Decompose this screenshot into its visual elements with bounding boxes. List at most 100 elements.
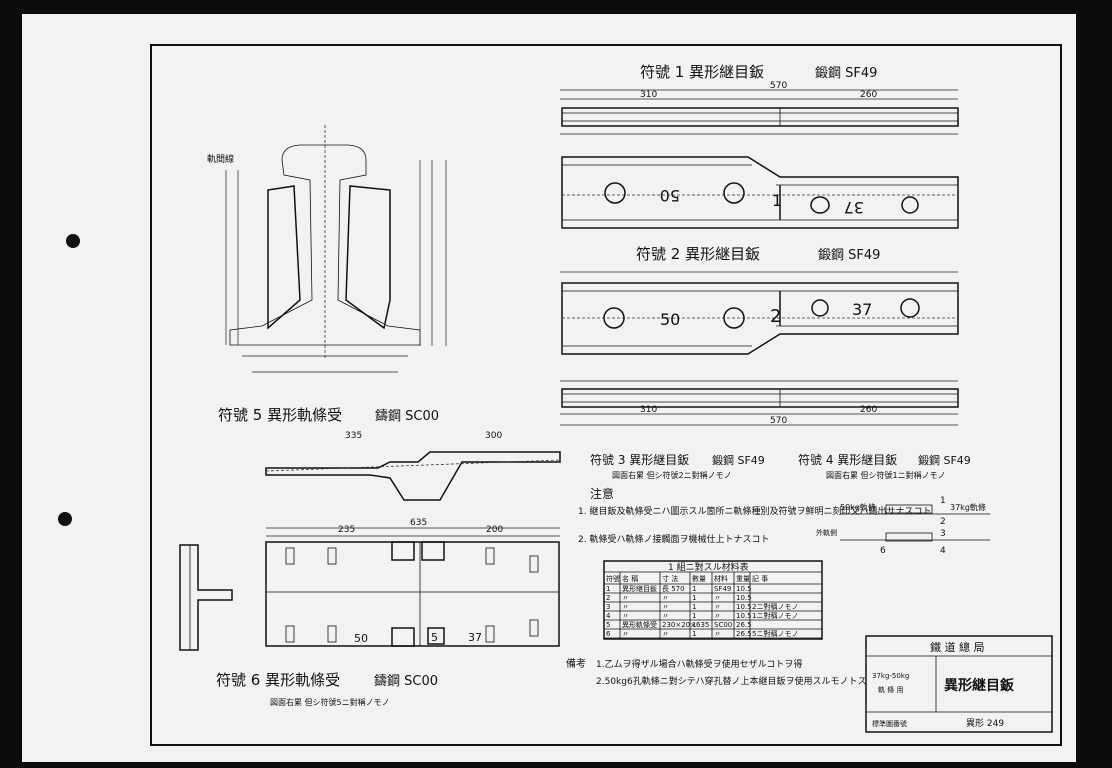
part5-dim-200: 200: [486, 525, 503, 535]
table-cell: 26.5: [736, 630, 752, 638]
part6-mark-37: 37: [468, 631, 482, 644]
joint-right-label: 37kg軌條: [950, 502, 986, 512]
remarks-block: 備考 1.乙ムヲ得ザル場合ハ軌條受ヲ使用セザルコトヲ得 2.50kg6孔軌條ニ對…: [566, 657, 867, 687]
part6-mark-5: 5: [431, 631, 438, 644]
table-header-cell: 重量: [736, 575, 750, 583]
part1-center-mark: 1: [772, 191, 782, 210]
joint-num-2: 2: [940, 517, 946, 527]
part4-note: 図面右累 但シ符號1ニ對稱ノモノ: [826, 470, 946, 480]
table-cell: 26.5: [736, 621, 752, 629]
part5-dim-335: 335: [345, 431, 362, 441]
table-header-cell: 符號: [606, 574, 620, 583]
part5-view: 符號 5 異形軌條受 鑄鋼 SC00 335 300 235 635 200: [218, 406, 561, 537]
title-std-no: 異形 249: [966, 717, 1004, 729]
notes-block: 注意 1. 継目鈑及軌條受ニハ圖示スル箇所ニ軌條種別及符號ヲ鮮明ニ刻印又ハ鑄出サ…: [578, 486, 931, 545]
table-header-cell: 名 稱: [622, 574, 638, 583]
table-title: 1 組ニ對スル材料表: [668, 561, 749, 573]
table-cell: 〃: [662, 630, 669, 638]
title-sub2: 軌 條 用: [878, 685, 903, 694]
part6-title: 符號 6 異形軌條受: [216, 671, 340, 689]
title-sub1: 37kg-50kg: [872, 672, 909, 680]
title-org: 鐵 道 總 局: [930, 640, 985, 654]
table-cell: 〃: [714, 612, 721, 620]
table-cell: 6: [606, 630, 611, 638]
table-cell: 〃: [714, 630, 721, 638]
title-name: 異形継目鈑: [944, 677, 1014, 694]
part2-center-mark: 2: [770, 306, 781, 327]
remark-line-2: 2.50kg6孔軌條ニ對シテハ穿孔替ノ上本継目鈑ヲ使用スルモノトス: [596, 675, 867, 687]
table-cell: 1ニ對稱ノモノ: [752, 611, 798, 620]
table-cell: 1: [692, 603, 696, 611]
table-cell: 1: [692, 612, 696, 620]
table-cell: 10.5: [736, 612, 752, 620]
part2-mark-50: 50: [660, 310, 680, 329]
remark-line-1: 1.乙ムヲ得ザル場合ハ軌條受ヲ使用セザルコトヲ得: [596, 658, 802, 670]
table-cell: 10.5: [736, 585, 752, 593]
note-line-1: 1. 継目鈑及軌條受ニハ圖示スル箇所ニ軌條種別及符號ヲ鮮明ニ刻印又ハ鑄出サナスコ…: [578, 505, 931, 517]
part1-title: 符號 1 異形継目鈑: [640, 63, 764, 81]
table-cell: 〃: [714, 603, 721, 611]
part1-view: 符號 1 異形継目鈑 鍛鋼 SF49 570 310 260 50 37 1: [560, 63, 959, 229]
table-cell: 異形軌條受: [622, 620, 657, 629]
binder-hole-top: [66, 234, 80, 248]
joint-num-4: 4: [940, 546, 946, 556]
part6-note: 図面右累 但シ符號5ニ對稱ノモノ: [270, 697, 390, 707]
note-line-2: 2. 軌條受ハ軌條ノ接觸面ヲ機械仕上トナスコト: [578, 533, 769, 545]
table-cell: 5ニ對稱ノモノ: [752, 629, 798, 638]
table-header-cell: 記 事: [752, 574, 768, 583]
table-cell: 〃: [622, 612, 629, 620]
part6-material: 鑄鋼 SC00: [374, 674, 438, 689]
table-cell: 1: [692, 585, 696, 593]
part6-view: 50 5 37 符號 6 異形軌條受 鑄鋼 SC00 図面右累 但シ符號5ニ對稱…: [179, 541, 560, 707]
table-cell: 1: [692, 594, 696, 602]
joint-side-label: 外軌側: [816, 528, 837, 537]
part2-title: 符號 2 異形継目鈑: [636, 245, 760, 263]
table-cell: 〃: [622, 603, 629, 611]
joint-left-label: 50kg軌條: [840, 502, 876, 512]
part3-material: 鍛鋼 SF49: [712, 453, 765, 467]
table-cell: 3: [606, 603, 610, 611]
joint-num-6: 6: [880, 546, 886, 556]
table-cell: SC00: [714, 621, 732, 629]
drawing-border: [150, 44, 1062, 746]
title-std-label: 標準圖番號: [872, 719, 907, 728]
part5-dim-635: 635: [410, 518, 427, 528]
joint-diagram: 50kg軌條 37kg軌條 外軌側 1 2 3 6 4: [816, 496, 990, 556]
part1-mark-37: 37: [844, 198, 864, 217]
part1-right-dim: 260: [860, 90, 877, 100]
table-cell: 5: [606, 621, 610, 629]
joint-num-3: 3: [940, 529, 946, 539]
table-cell: 〃: [662, 612, 669, 620]
table-cell: 異形継目鈑: [622, 584, 657, 593]
part3-title: 符號 3 異形継目鈑: [590, 452, 689, 467]
part2-total-dim: 570: [770, 416, 787, 426]
table-cell: 1: [692, 621, 696, 629]
table-cell: 4: [606, 612, 611, 620]
part2-right-dim: 260: [860, 405, 877, 415]
part2-left-dim: 310: [640, 405, 657, 415]
rail-gauge-label: 軌間線: [207, 153, 234, 165]
part1-total-dim: 570: [770, 81, 787, 91]
remarks-label: 備考: [566, 657, 586, 670]
part3-note: 図面右累 但シ符號2ニ對稱ノモノ: [612, 470, 732, 480]
table-cell: 〃: [714, 594, 721, 602]
part1-left-dim: 310: [640, 90, 657, 100]
rail-section-view: 軌間線: [207, 125, 447, 373]
part4-material: 鍛鋼 SF49: [918, 453, 971, 467]
table-cell: 〃: [662, 594, 669, 602]
joint-num-1: 1: [940, 496, 946, 506]
part5-dim-235: 235: [338, 525, 355, 535]
part4-caption: 符號 4 異形継目鈑 鍛鋼 SF49 図面右累 但シ符號1ニ對稱ノモノ: [798, 452, 971, 480]
table-cell: 10.5: [736, 594, 752, 602]
part6-mark-50: 50: [354, 632, 368, 645]
part5-dim-300: 300: [485, 431, 502, 441]
table-cell: 10.5: [736, 603, 752, 611]
table-cell: 1: [692, 630, 696, 638]
part5-title: 符號 5 異形軌條受: [218, 406, 342, 424]
part2-view: 符號 2 異形継目鈑 鍛鋼 SF49 50 37 2 310 260 570: [560, 245, 959, 426]
part1-mark-50: 50: [660, 186, 680, 205]
binder-hole-bottom: [58, 512, 72, 526]
table-cell: 2ニ對稱ノモノ: [752, 602, 798, 611]
